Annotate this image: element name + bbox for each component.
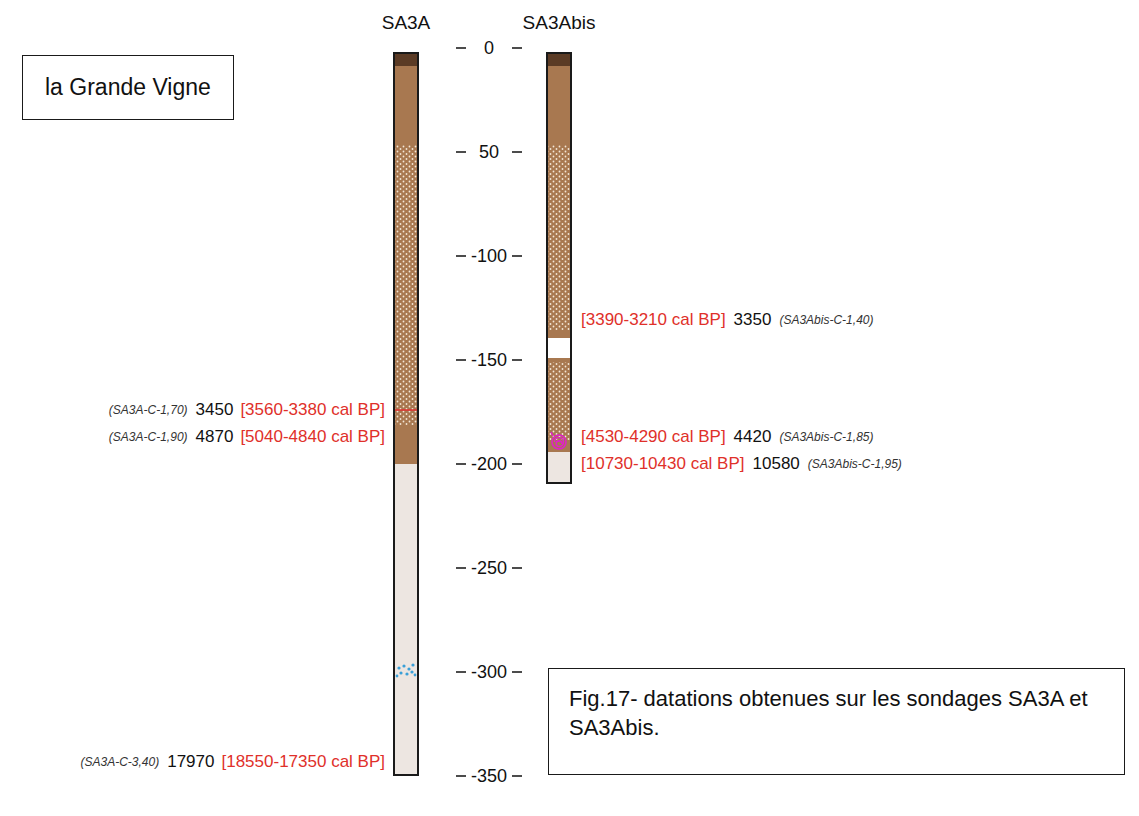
calibrated-date-range: [4530-4290 cal BP] bbox=[581, 427, 726, 447]
figure-caption: Fig.17- datations obtenues sur les sonda… bbox=[569, 685, 1104, 742]
sample-id: (SA3Abis-C-1,85) bbox=[779, 431, 873, 445]
site-title: la Grande Vigne bbox=[45, 74, 211, 101]
radiocarbon-age: 4870 bbox=[196, 427, 234, 447]
core-column: SA3Abis bbox=[546, 52, 572, 484]
calibrated-date-range: [10730-10430 cal BP] bbox=[581, 454, 745, 474]
calibrated-date-range: [3390-3210 cal BP] bbox=[581, 310, 726, 330]
depth-scale-number: -200 bbox=[471, 454, 507, 475]
depth-scale-number: -100 bbox=[471, 246, 507, 267]
sample-id: (SA3A-C-1,70) bbox=[109, 404, 188, 418]
sample-id: (SA3A-C-3,40) bbox=[81, 756, 160, 770]
radiocarbon-age: 3350 bbox=[734, 310, 772, 330]
calibrated-date-range: [3560-3380 cal BP] bbox=[240, 400, 385, 420]
title-box: la Grande Vigne bbox=[22, 55, 234, 120]
calibrated-date-range: [5040-4840 cal BP] bbox=[240, 427, 385, 447]
core-sa3abis-layers bbox=[547, 53, 571, 483]
depth-scale-number: -150 bbox=[471, 350, 507, 371]
gastropod-symbol bbox=[551, 432, 566, 449]
sample-id: (SA3A-C-1,90) bbox=[109, 431, 188, 445]
core-heading: SA3Abis bbox=[523, 12, 596, 34]
depth-scale-number: -250 bbox=[471, 558, 507, 579]
core-column: SA3A bbox=[393, 52, 419, 776]
depth-scale-number: 0 bbox=[484, 38, 494, 59]
radiocarbon-age: 17970 bbox=[167, 752, 214, 772]
depth-scale-number: 50 bbox=[479, 142, 499, 163]
calibrated-date-range: [18550-17350 cal BP] bbox=[221, 752, 385, 772]
radiocarbon-age: 10580 bbox=[753, 454, 800, 474]
depth-scale-number: -300 bbox=[471, 662, 507, 683]
radiocarbon-age: 3450 bbox=[196, 400, 234, 420]
sample-id: (SA3Abis-C-1,95) bbox=[808, 458, 902, 472]
sample-id: (SA3Abis-C-1,40) bbox=[779, 314, 873, 328]
radiocarbon-age: 4420 bbox=[734, 427, 772, 447]
depth-scale-ticks bbox=[456, 48, 522, 776]
caption-box: Fig.17- datations obtenues sur les sonda… bbox=[548, 668, 1125, 775]
core-heading: SA3A bbox=[382, 12, 431, 34]
depth-scale-number: -350 bbox=[471, 766, 507, 787]
core-sa3a-layers bbox=[394, 53, 418, 774]
